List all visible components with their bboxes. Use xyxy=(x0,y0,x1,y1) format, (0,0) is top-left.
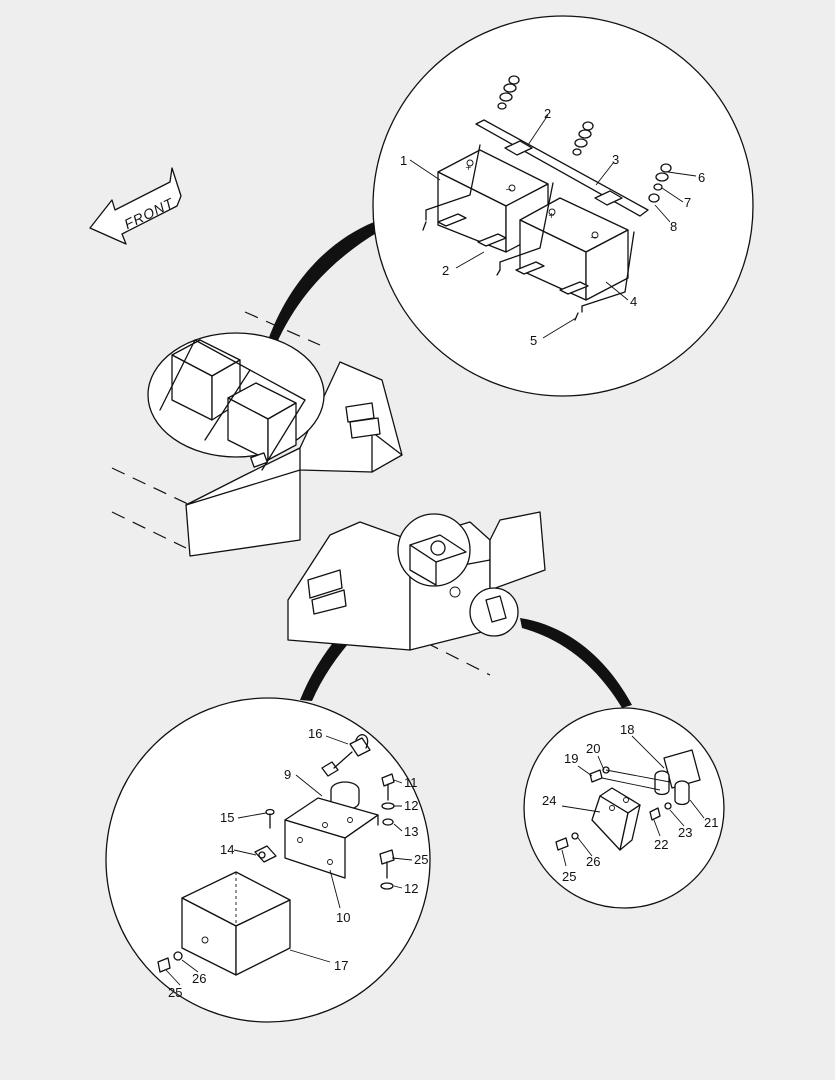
part-number-label: 6 xyxy=(698,170,705,185)
part-number-label: 17 xyxy=(334,958,348,973)
part-number-label: 8 xyxy=(670,219,677,234)
part-number-label: 12 xyxy=(404,798,418,813)
relay-box-detail-view: 16 9 11 12 13 15 14 25 12 10 17 25 26 xyxy=(105,697,431,1023)
callout-wedge-batteries xyxy=(268,222,378,345)
part-number-label: 23 xyxy=(678,825,692,840)
part-number-label: 5 xyxy=(530,333,537,348)
part-number-label: 13 xyxy=(404,824,418,839)
part-number-label: 22 xyxy=(654,837,668,852)
part-number-label: 2 xyxy=(544,106,551,121)
bolt-11 xyxy=(381,773,395,801)
part-number-label: 10 xyxy=(336,910,350,925)
part-number-label: 9 xyxy=(284,767,291,782)
lower-body-assembly xyxy=(287,511,546,676)
mount-bracket xyxy=(284,797,379,879)
part-number-label: 19 xyxy=(564,751,578,766)
part-number-label: + xyxy=(548,211,555,220)
part-number-label: 7 xyxy=(684,195,691,210)
battery-detail-view: + − + − xyxy=(372,15,754,397)
callout-wedge-relay-box xyxy=(300,580,412,701)
part-number-label: + xyxy=(465,163,472,172)
part-number-label: 15 xyxy=(220,810,234,825)
part-number-label: 26 xyxy=(586,854,600,869)
front-direction-arrow: FRONT xyxy=(89,167,182,245)
callout-wedge-relay-bracket xyxy=(520,618,632,708)
part-number-label: 11 xyxy=(404,775,418,790)
part-number-label: 24 xyxy=(542,793,556,808)
screw-15 xyxy=(265,808,275,829)
part-number-label: 4 xyxy=(630,294,637,309)
bent-bracket xyxy=(591,787,641,851)
part-number-label: − xyxy=(505,185,512,194)
relay-cover-box xyxy=(181,871,291,976)
part-number-label: 1 xyxy=(400,153,407,168)
fastener-stack-right xyxy=(648,163,672,203)
part-number-label: 25 xyxy=(562,869,576,884)
bolt-25-upper xyxy=(379,849,395,879)
part-number-label: 20 xyxy=(586,741,600,756)
fastener-stack-left xyxy=(497,75,520,110)
bolt-25-lower xyxy=(157,957,171,973)
part-number-label: 26 xyxy=(192,971,206,986)
tail-light-lower xyxy=(307,569,347,615)
part-number-label: 12 xyxy=(404,881,418,896)
part-number-label: 18 xyxy=(620,722,634,737)
relay-bracket-detail-view: 18 19 20 24 21 22 23 25 26 xyxy=(523,707,725,909)
fastener-stack-middle xyxy=(572,121,594,156)
part-number-label: 25 xyxy=(414,852,428,867)
part-number-label: 2 xyxy=(442,263,449,278)
part-number-label: 3 xyxy=(612,152,619,167)
part-number-label: 14 xyxy=(220,842,234,857)
part-number-label: 21 xyxy=(704,815,718,830)
upper-body-assembly xyxy=(111,311,403,557)
part-number-label: 25 xyxy=(168,985,182,1000)
tail-light xyxy=(345,402,381,439)
part-number-label: 16 xyxy=(308,726,322,741)
